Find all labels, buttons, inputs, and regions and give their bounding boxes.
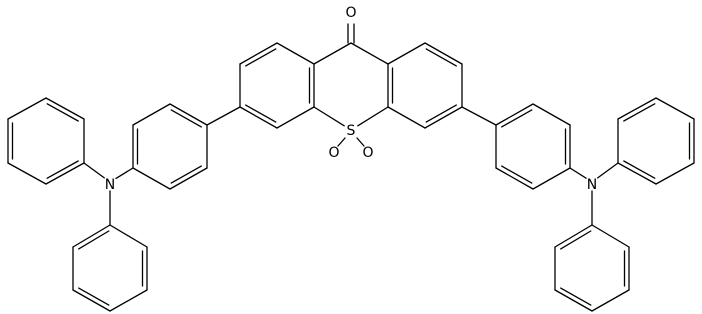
right-phenyl-upper-ring-bond — [655, 162, 695, 185]
left-phenylene-ring-bond — [169, 103, 208, 126]
core-c9-left-bond — [313, 42, 352, 65]
core-left-ring-double-bond — [245, 48, 277, 67]
core-left-ring-bond — [276, 42, 315, 65]
left-phenylene-ring-bond — [169, 167, 208, 190]
sulfonyl-oxygen-right-label: O — [362, 145, 373, 161]
left-phenyl-upper-ring-double-bond — [46, 160, 79, 179]
left-phenyl-lower-ring-bond — [72, 224, 111, 248]
left-phenyl-upper-ring-bond — [45, 162, 85, 185]
atom-label-layer: O S O O N N — [105, 5, 597, 193]
core-left-ring-double-bond — [245, 104, 277, 123]
right-phenyl-lower-ring-double-bond — [560, 230, 592, 250]
right-phenylene-ring-bond — [495, 103, 534, 126]
left-phenyl-lower-ring-bond — [109, 224, 148, 248]
core-right-ring-bond — [424, 106, 463, 129]
core-right-ring-double-bond — [425, 104, 457, 123]
right-phenylene-ring-double-bond — [501, 165, 533, 184]
core-s-left-bond — [313, 106, 345, 127]
nitrogen-left-label: N — [105, 177, 115, 193]
right-phenylene-ring-double-bond — [501, 109, 533, 128]
left-phenylene-ring-bond — [132, 103, 171, 126]
core-s-right-bond — [357, 106, 389, 127]
left-phenylene-ring-double-bond — [170, 109, 202, 128]
left-phenyl-upper-ring-bond — [7, 162, 47, 185]
nitrogen-right-label: N — [587, 177, 597, 193]
left-phenyl-lower-ring-double-bond — [78, 287, 110, 306]
right-phenyl-upper-ring-bond — [617, 162, 657, 185]
right-phenyl-upper-ring-double-bond — [623, 160, 656, 179]
core-right-ring-bond — [424, 42, 463, 65]
right-phenylene-ring-bond — [532, 167, 571, 190]
left-n-phenyl-upper-bond — [83, 162, 105, 179]
core-left-ring-bond — [239, 42, 278, 65]
carbonyl-oxygen-label: O — [345, 5, 356, 21]
sulfonyl-bond-right — [356, 137, 365, 147]
right-phenyl-lower-ring-bond — [591, 224, 630, 248]
right-n-phenyl-upper-bond — [597, 162, 619, 179]
left-phenyl-upper-ring-double-bond — [46, 103, 79, 122]
sulfonyl-oxygen-left-label: O — [328, 145, 339, 161]
sulfur-label: S — [347, 123, 356, 139]
core-right-ring-bond — [387, 106, 426, 129]
bond-layer — [7, 23, 695, 312]
core-right-ring-double-bond — [425, 48, 457, 67]
core-right-ring-bond — [387, 42, 426, 65]
sulfonyl-bond-left — [337, 137, 346, 147]
left-phenylene-ring-bond — [132, 167, 171, 190]
right-phenylene-ring-bond — [532, 103, 571, 126]
left-phenyl-upper-ring-bond — [7, 97, 47, 120]
right-phenyl-lower-ring-bond — [554, 289, 593, 312]
left-phenyl-lower-ring-double-bond — [78, 230, 110, 250]
left-phenyl-lower-ring-bond — [109, 289, 148, 312]
right-phenyl-upper-ring-double-bond — [623, 103, 656, 122]
right-n-aryl-bond — [569, 167, 587, 179]
right-phenyl-lower-ring-bond — [554, 224, 593, 248]
right-phenyl-upper-ring-bond — [655, 97, 695, 120]
core-left-ring-bond — [276, 106, 315, 129]
left-phenylene-ring-double-bond — [170, 165, 202, 184]
left-phenyl-upper-ring-bond — [45, 97, 85, 120]
right-phenylene-ring-bond — [495, 167, 534, 190]
left-biaryl-bond — [206, 106, 241, 126]
right-phenyl-upper-ring-bond — [617, 97, 657, 120]
right-phenyl-lower-ring-double-bond — [560, 287, 592, 306]
right-biaryl-bond — [461, 106, 497, 126]
left-n-aryl-bond — [115, 167, 134, 180]
left-phenyl-lower-ring-bond — [72, 289, 111, 312]
core-left-ring-bond — [239, 106, 278, 129]
core-c9-right-bond — [350, 42, 389, 65]
right-phenyl-lower-ring-bond — [591, 289, 630, 312]
